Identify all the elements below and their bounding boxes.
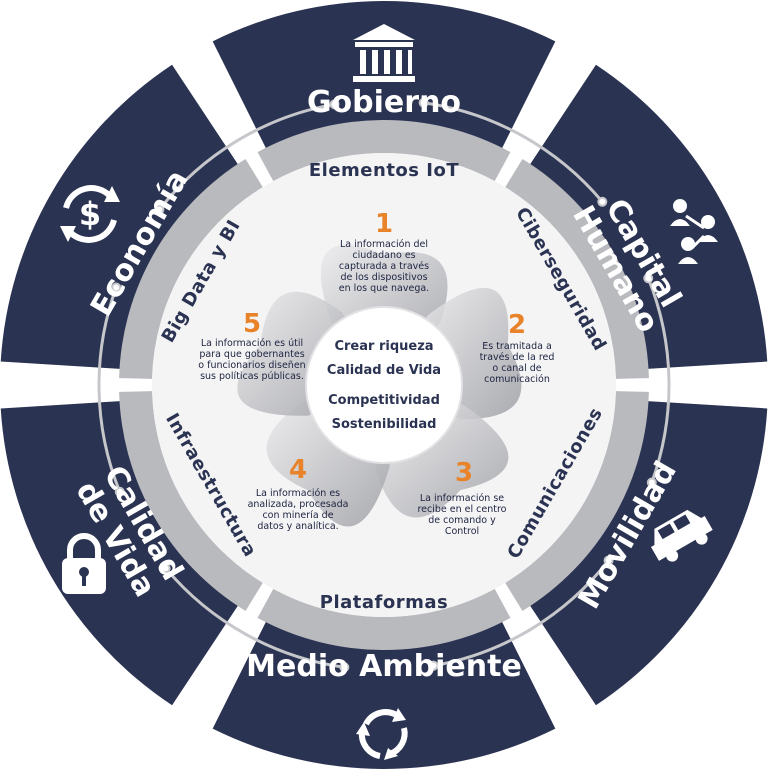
step-number-1: 1 (375, 209, 393, 239)
step-text-line: través de la red (480, 352, 555, 363)
connector-arc-3 (164, 567, 345, 669)
step-text-line: capturada a través (339, 261, 429, 272)
car-icon (651, 509, 713, 562)
step-text-line: analizada, procesada (248, 499, 349, 510)
ring-label-elementos-iot: Elementos IoT (309, 160, 459, 181)
step-text-line: Control (445, 526, 479, 537)
connector-dot (339, 662, 350, 673)
core-circle (305, 306, 463, 464)
connector-dot (603, 555, 614, 566)
ring-segment-2 (505, 391, 649, 611)
ring-segment-1 (505, 159, 649, 379)
connector-dot (329, 99, 340, 110)
step-text-line: en los que navega. (339, 283, 429, 294)
core-text-1: Crear riqueza (334, 339, 433, 354)
step-text-line: comunicación (484, 374, 550, 385)
step-text-line: La información es (256, 488, 340, 499)
core-text-3: Competitividad (328, 393, 440, 408)
step-text-line: datos y analítica. (257, 521, 338, 532)
core-text-4: Sostenibilidad (332, 417, 437, 432)
sector-economia (0, 64, 254, 371)
connector-dot (114, 486, 125, 497)
middle-ring (119, 119, 649, 651)
core-text-2: Calidad de Vida (327, 363, 441, 378)
ring-segment-4 (119, 391, 263, 611)
step-text-line: con minería de (262, 510, 333, 521)
step-text-line: La información se (420, 493, 504, 504)
ring-segment-3 (257, 588, 511, 651)
step-text-line: La información es útil (201, 338, 303, 349)
sector-gobierno (212, 0, 556, 174)
step-text-line: ciudadano es (352, 250, 415, 261)
sector-movilidad (514, 399, 768, 706)
connector-arc-5 (158, 102, 335, 211)
ring-label-plataformas: Plataformas (320, 592, 448, 613)
connector-arcs (97, 97, 671, 673)
step-text-line: para que gobernantes (199, 349, 304, 360)
ring-segment-5 (119, 159, 263, 379)
connector-arc-2 (433, 559, 610, 668)
connector-arc-1 (646, 277, 671, 483)
sector-calidad-de-vida (0, 399, 254, 706)
step-text-line: recibe en el centro (417, 504, 506, 515)
connector-dot (111, 282, 122, 293)
step-text-line: de los dispositivos (340, 272, 427, 283)
step-number-2: 2 (508, 310, 526, 340)
step-text-line: Es tramitada a (482, 341, 552, 352)
lock-icon (62, 533, 106, 594)
connector-dot (646, 477, 657, 488)
step-text-line: o funcionarios diseñen (198, 360, 305, 371)
sector-label-gobierno: Gobierno (307, 85, 461, 120)
government-building-icon (353, 24, 415, 82)
connector-dot (418, 97, 429, 108)
connector-dot (154, 204, 165, 215)
connector-arc-0 (423, 101, 604, 203)
connector-dot (428, 660, 439, 671)
connector-dot (643, 273, 654, 284)
sector-label-medio-ambiente: Medio Ambiente (246, 649, 522, 684)
connector-dot (597, 196, 608, 207)
dollar-cycle-icon: $ (60, 185, 120, 243)
step-text-line: La información del (340, 239, 428, 250)
sector-medio-ambiente (212, 596, 556, 769)
step-text-line: de comando y (428, 515, 496, 526)
people-network-icon (670, 199, 718, 264)
sector-capital-humano (514, 64, 768, 371)
step-number-3: 3 (455, 458, 473, 488)
step-number-5: 5 (243, 309, 261, 339)
connector-arc-4 (97, 287, 122, 493)
connector-dot (160, 563, 171, 574)
recycle-icon (356, 708, 408, 760)
step-text-line: sus políticas públicas. (200, 371, 304, 382)
svg-text:$: $ (79, 195, 101, 233)
step-number-4: 4 (289, 455, 307, 485)
ring-segment-0 (257, 119, 511, 182)
step-text-line: o canal de (492, 363, 541, 374)
